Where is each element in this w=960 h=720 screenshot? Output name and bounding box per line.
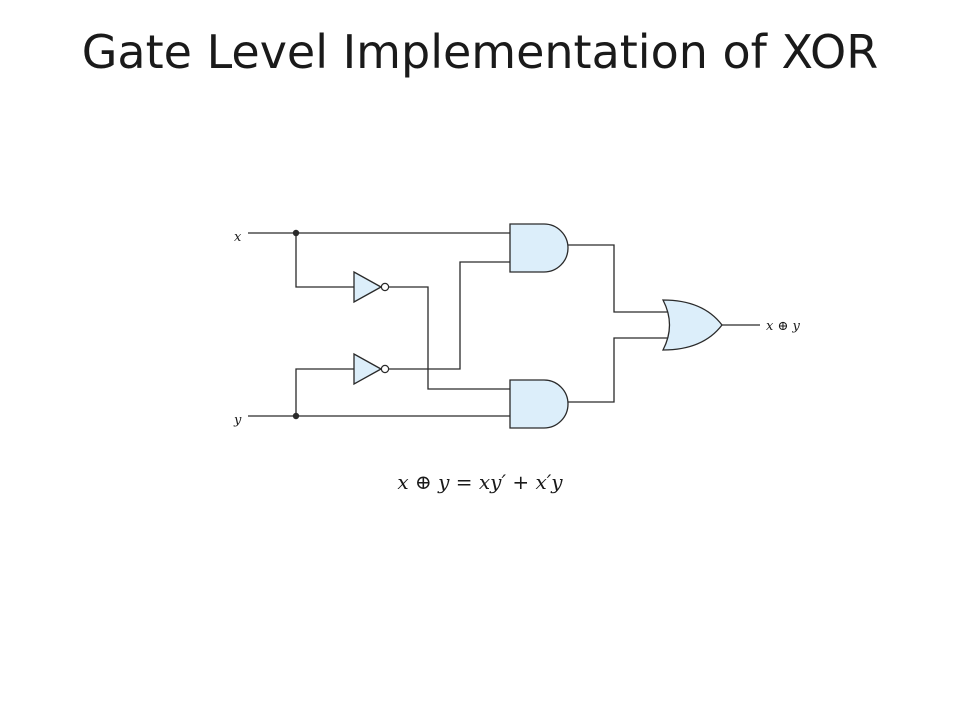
- or-gate-output: [661, 299, 723, 351]
- wire-y-to-not: [295, 368, 354, 416]
- output-label: x ⊕ y: [766, 319, 800, 334]
- wire-notx-to-and-bottom: [389, 286, 510, 390]
- inverter-bubble-y: [380, 364, 390, 374]
- inverter-bubble-x: [380, 282, 390, 292]
- slide-title: Gate Level Implementation of XOR: [81, 25, 879, 79]
- wires: [248, 232, 760, 417]
- wire-and-bottom-to-or: [568, 337, 669, 403]
- xor-equation: x ⊕ y = xy′ + x′y: [397, 470, 563, 494]
- input-y-label: y: [233, 413, 242, 428]
- junction-dot-y: [292, 412, 300, 420]
- input-x-label: x: [234, 230, 242, 245]
- not-gate-y: [353, 352, 390, 386]
- wire-noty-to-and-top: [389, 261, 510, 370]
- junction-dot-x: [292, 229, 300, 237]
- and-gate-bottom: [509, 379, 569, 429]
- wire-x-to-not: [295, 233, 354, 288]
- not-gate-x: [353, 270, 390, 304]
- wire-and-top-to-or: [568, 244, 669, 313]
- and-gate-top: [509, 223, 569, 273]
